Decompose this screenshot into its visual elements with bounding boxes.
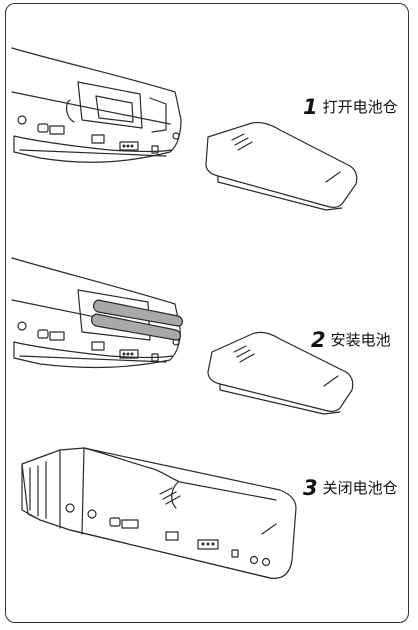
step-3-text: 关闭电池仓 (322, 479, 398, 497)
battery-cover-2 (207, 331, 354, 415)
device-with-batteries (11, 257, 181, 369)
step-3-number: 3 (303, 476, 318, 500)
step-2-number: 2 (311, 328, 326, 352)
illustration-frame (5, 3, 409, 623)
step-1-number: 1 (303, 95, 318, 119)
step-3-caption: 3 关闭电池仓 (303, 478, 398, 499)
device-closed (21, 447, 297, 579)
batteries (90, 299, 184, 341)
step-1-caption: 1 打开电池仓 (303, 97, 398, 118)
step-1-text: 打开电池仓 (322, 98, 398, 116)
step-2-caption: 2 安装电池 (311, 330, 391, 351)
step-2-text: 安装电池 (330, 331, 391, 349)
device-open-compartment (11, 47, 182, 163)
battery-cover-1 (205, 121, 358, 211)
